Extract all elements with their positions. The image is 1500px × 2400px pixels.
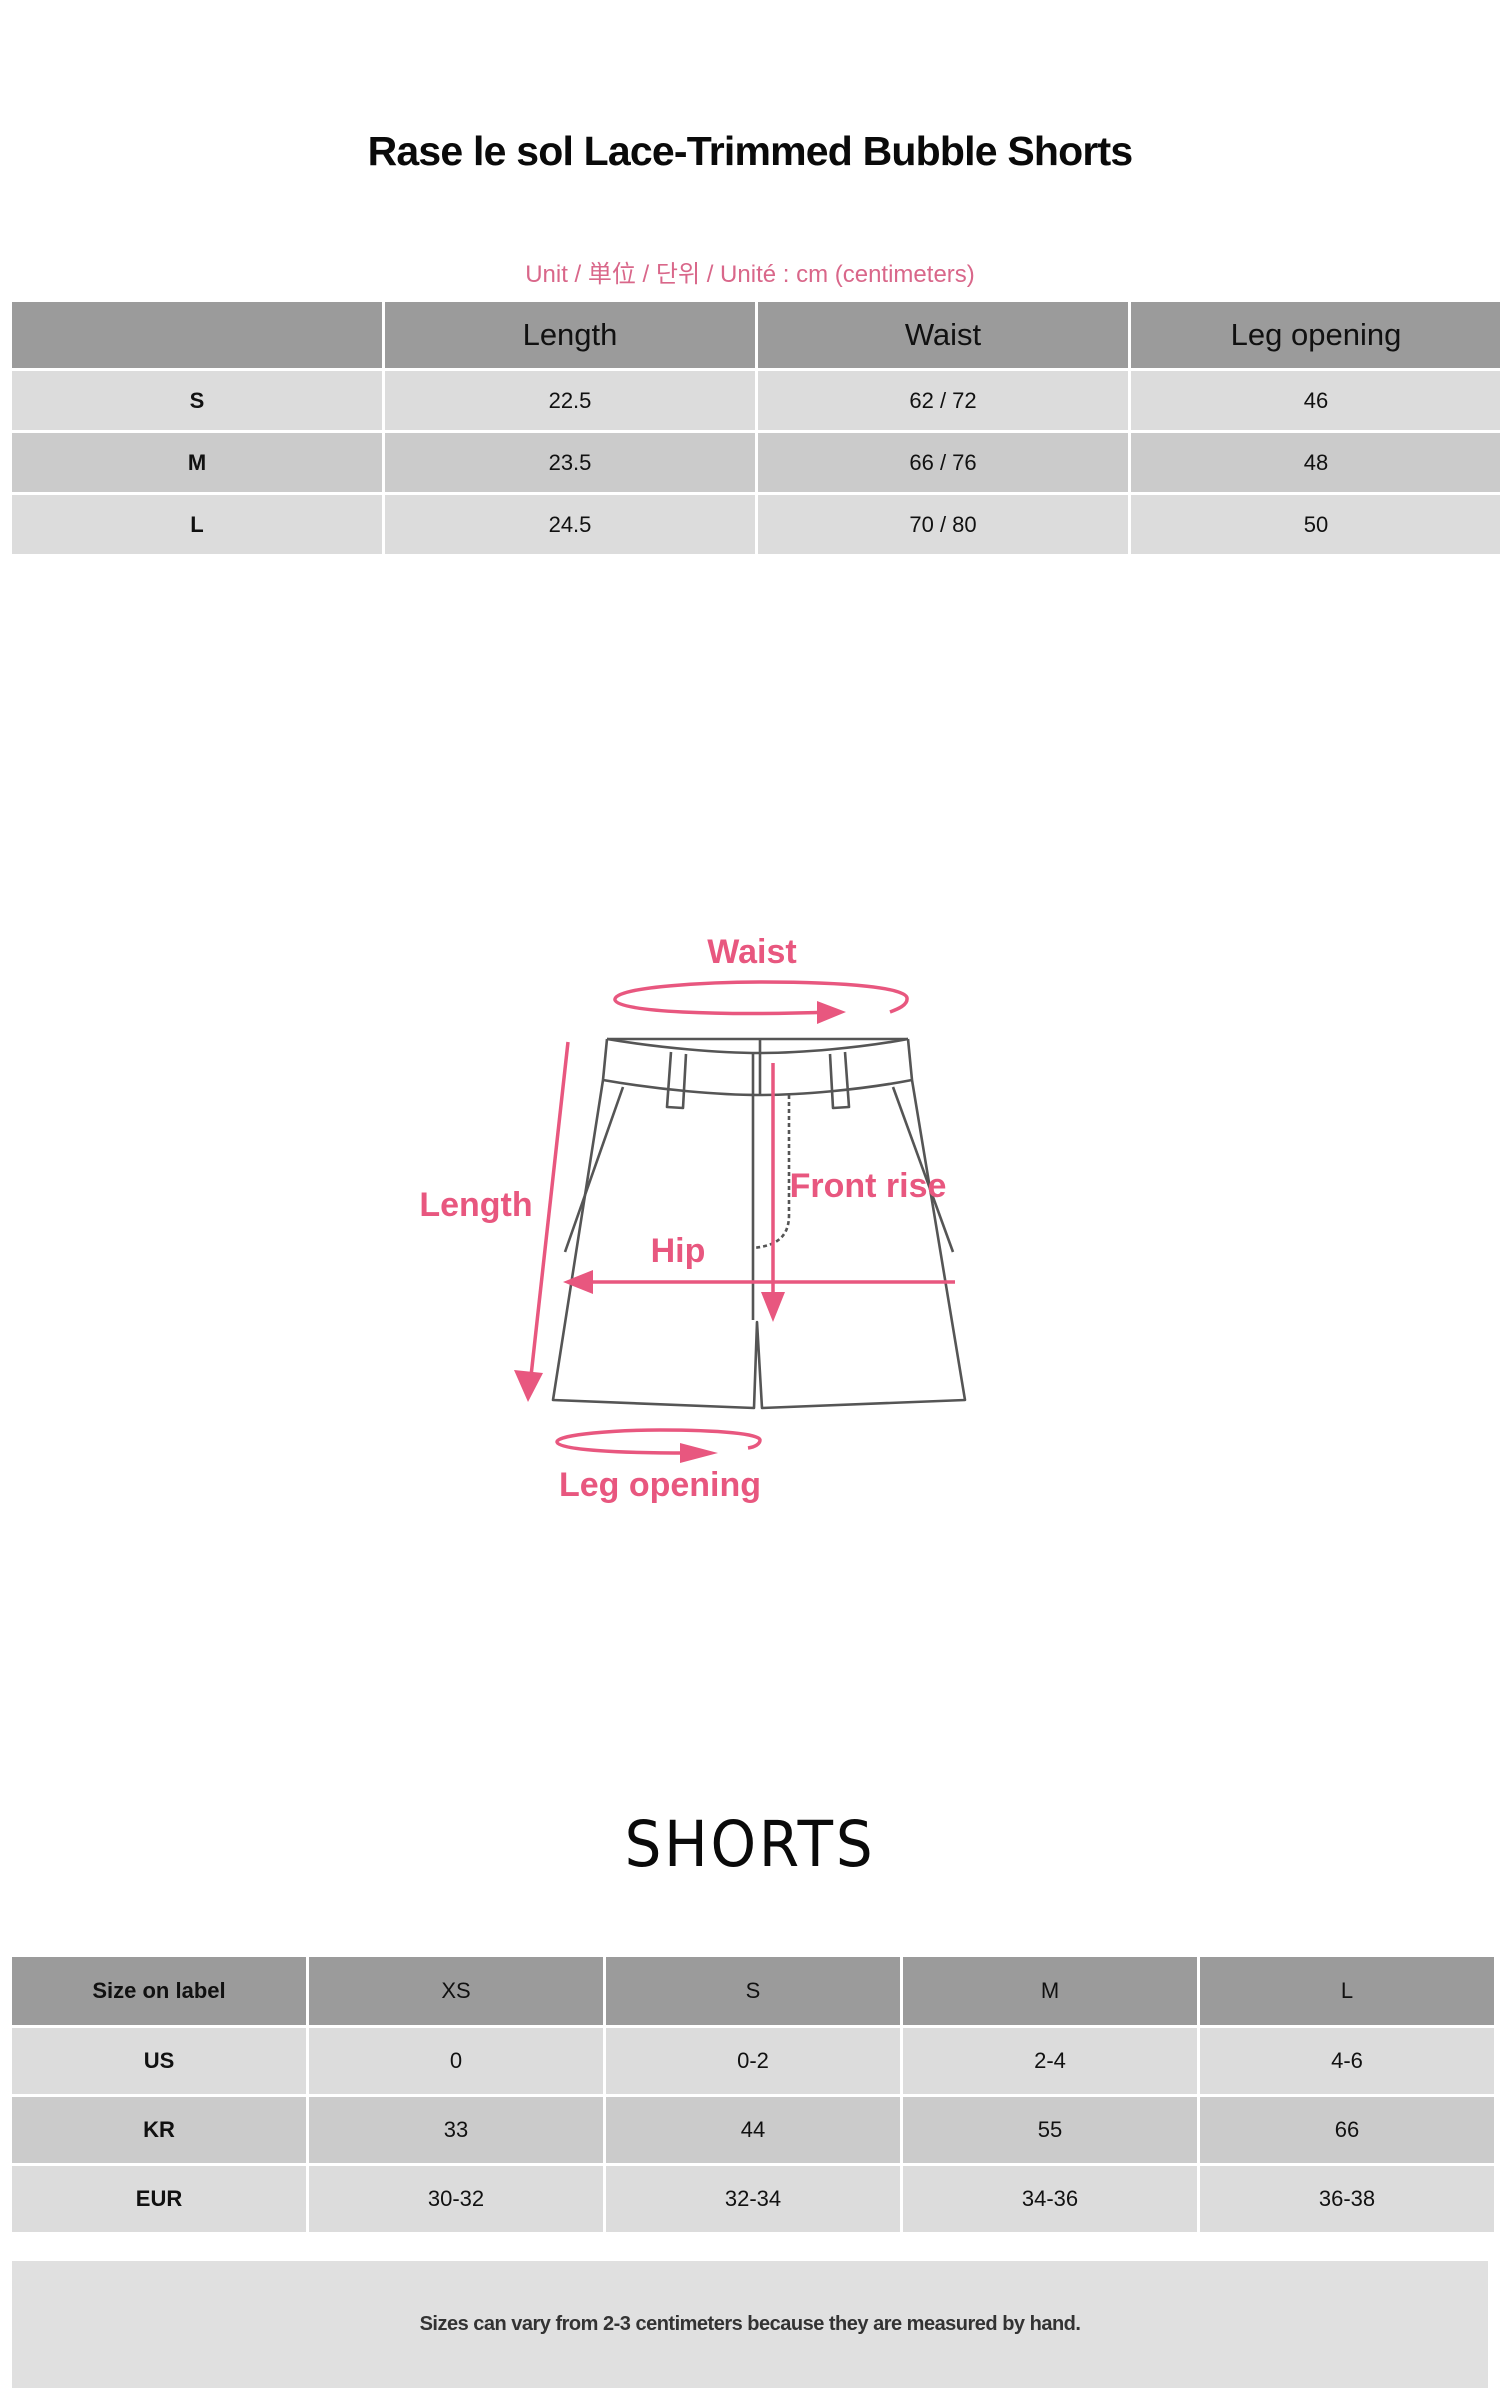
table-row: M 23.5 66 / 76 48: [12, 433, 1500, 492]
header-cell-xs: XS: [309, 1957, 603, 2025]
size-value-cell: 0: [309, 2028, 603, 2094]
length-cell: 24.5: [385, 495, 755, 554]
header-cell-l: L: [1200, 1957, 1494, 2025]
length-cell: 23.5: [385, 433, 755, 492]
size-value-cell: 34-36: [903, 2166, 1197, 2232]
table-header-row: Length Waist Leg opening: [12, 302, 1500, 368]
hip-arrow-icon: [563, 1270, 955, 1294]
header-cell-size-on-label: Size on label: [12, 1957, 306, 2025]
size-conversion-heading: SHORTS: [624, 1808, 876, 1881]
size-conversion-table: Size on label XS S M L US 0 0-2 2-4 4-6 …: [9, 1954, 1497, 2235]
header-cell-blank: [12, 302, 382, 368]
size-value-cell: 0-2: [606, 2028, 900, 2094]
size-value-cell: 30-32: [309, 2166, 603, 2232]
hip-label: Hip: [651, 1232, 706, 1270]
size-value-cell: 55: [903, 2097, 1197, 2163]
header-cell-length: Length: [385, 302, 755, 368]
header-cell-leg-opening: Leg opening: [1131, 302, 1500, 368]
front-rise-label: Front rise: [790, 1167, 947, 1205]
measurement-table: Length Waist Leg opening S 22.5 62 / 72 …: [9, 299, 1500, 557]
leg-opening-cell: 50: [1131, 495, 1500, 554]
length-cell: 22.5: [385, 371, 755, 430]
length-arrow-icon: [514, 1041, 570, 1402]
size-value-cell: 33: [309, 2097, 603, 2163]
table-header-row: Size on label XS S M L: [12, 1957, 1494, 2025]
shorts-outline: [551, 1037, 967, 1410]
table-row: KR 33 44 55 66: [12, 2097, 1494, 2163]
size-value-cell: 66: [1200, 2097, 1494, 2163]
leg-opening-arrow-icon: [555, 1428, 762, 1463]
leg-opening-label: Leg opening: [559, 1466, 761, 1504]
disclaimer-text: Sizes can vary from 2-3 centimeters beca…: [419, 2313, 1081, 2335]
header-cell-m: M: [903, 1957, 1197, 2025]
region-cell: US: [12, 2028, 306, 2094]
size-cell: L: [12, 495, 382, 554]
size-value-cell: 32-34: [606, 2166, 900, 2232]
waist-cell: 66 / 76: [758, 433, 1128, 492]
waist-cell: 70 / 80: [758, 495, 1128, 554]
size-cell: M: [12, 433, 382, 492]
front-rise-arrow-icon: [761, 1063, 785, 1322]
header-cell-s: S: [606, 1957, 900, 2025]
size-value-cell: 44: [606, 2097, 900, 2163]
leg-opening-cell: 48: [1131, 433, 1500, 492]
waist-cell: 62 / 72: [758, 371, 1128, 430]
size-cell: S: [12, 371, 382, 430]
table-row: L 24.5 70 / 80 50: [12, 495, 1500, 554]
leg-opening-cell: 46: [1131, 371, 1500, 430]
header-cell-waist: Waist: [758, 302, 1128, 368]
waist-label: Waist: [707, 933, 796, 971]
waist-arrow-icon: [613, 980, 909, 1024]
table-row: EUR 30-32 32-34 34-36 36-38: [12, 2166, 1494, 2232]
size-value-cell: 36-38: [1200, 2166, 1494, 2232]
table-row: US 0 0-2 2-4 4-6: [12, 2028, 1494, 2094]
size-value-cell: 4-6: [1200, 2028, 1494, 2094]
measurement-disclaimer: Sizes can vary from 2-3 centimeters beca…: [12, 2261, 1488, 2388]
product-title: Rase le sol Lace-Trimmed Bubble Shorts: [367, 128, 1134, 174]
shorts-measurement-diagram: Waist Length Front rise Hip: [419, 933, 967, 1504]
table-row: S 22.5 62 / 72 46: [12, 371, 1500, 430]
size-value-cell: 2-4: [903, 2028, 1197, 2094]
region-cell: KR: [12, 2097, 306, 2163]
length-label: Length: [419, 1186, 532, 1224]
region-cell: EUR: [12, 2166, 306, 2232]
unit-note: Unit / 単位 / 단위 / Unité : cm (centimeters…: [525, 261, 975, 288]
